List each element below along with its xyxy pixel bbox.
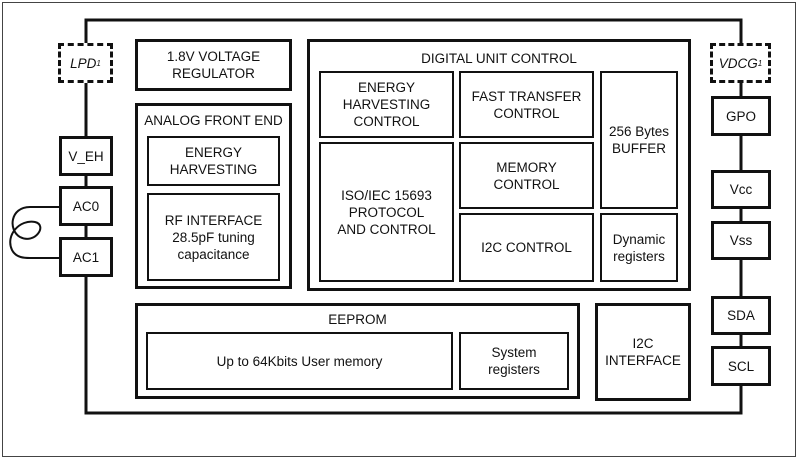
system-registers-block: System registers <box>459 332 569 390</box>
memory-control-label: MEMORY CONTROL <box>493 159 560 192</box>
digital-unit-control-title: DIGITAL UNIT CONTROL <box>421 51 577 66</box>
vcc-label: Vcc <box>729 182 753 197</box>
i2c-control-label: I2C CONTROL <box>481 240 572 255</box>
memory-control-block: MEMORY CONTROL <box>459 142 594 209</box>
user-memory-block: Up to 64Kbits User memory <box>146 332 453 390</box>
buffer-block: 256 Bytes BUFFER <box>600 71 678 209</box>
vss-label: Vss <box>729 233 753 248</box>
ac1-label: AC1 <box>72 249 100 265</box>
energy-harvesting-control-block: ENERGY HARVESTING CONTROL <box>319 71 454 138</box>
energy-harvesting-control-label: ENERGY HARVESTING CONTROL <box>342 80 431 129</box>
sda-label: SDA <box>727 308 755 323</box>
i2c-interface-label: I2C INTERFACE <box>605 336 681 368</box>
i2c-control-block: I2C CONTROL <box>459 213 594 282</box>
v-eh-label: V_EH <box>68 148 104 164</box>
dynamic-registers-label: Dynamic registers <box>612 231 666 264</box>
ac0-pin: AC0 <box>59 186 113 226</box>
lpd-footnote: 1 <box>96 58 101 68</box>
scl-label: SCL <box>727 358 755 374</box>
gpo-label: GPO <box>725 108 756 124</box>
buffer-label: 256 Bytes BUFFER <box>608 124 670 156</box>
vdcg-footnote: 1 <box>757 58 763 68</box>
diagram-frame <box>2 2 796 457</box>
fast-transfer-control-block: FAST TRANSFER CONTROL <box>459 71 594 138</box>
fast-transfer-control-label: FAST TRANSFER CONTROL <box>471 88 582 121</box>
ac1-pin: AC1 <box>59 237 113 277</box>
ac0-label: AC0 <box>72 198 100 214</box>
rf-interface-label: RF INTERFACE 28.5pF tuning capacitance <box>164 212 263 262</box>
system-registers-label: System registers <box>488 345 540 377</box>
dynamic-registers-block: Dynamic registers <box>600 213 678 282</box>
energy-harvesting-label: ENERGY HARVESTING <box>169 145 258 177</box>
user-memory-label: Up to 64Kbits User memory <box>216 353 383 369</box>
i2c-interface-block: I2C INTERFACE <box>595 303 691 401</box>
voltage-regulator-label: 1.8V VOLTAGE REGULATOR <box>166 49 261 81</box>
vdcg-label: VDCG <box>718 55 758 71</box>
scl-pin: SCL <box>711 346 771 386</box>
eeprom-title: EEPROM <box>328 312 387 327</box>
voltage-regulator-block: 1.8V VOLTAGE REGULATOR <box>135 39 292 91</box>
gpo-pin: GPO <box>711 96 771 136</box>
energy-harvesting-block: ENERGY HARVESTING <box>147 136 280 186</box>
iso-protocol-label: ISO/IEC 15693 PROTOCOL AND CONTROL <box>337 187 436 237</box>
rf-interface-block: RF INTERFACE 28.5pF tuning capacitance <box>147 193 280 281</box>
iso-protocol-block: ISO/IEC 15693 PROTOCOL AND CONTROL <box>319 142 454 282</box>
analog-front-end-title: ANALOG FRONT END <box>144 113 283 128</box>
vss-pin: Vss <box>711 221 771 260</box>
v-eh-pin: V_EH <box>59 136 113 176</box>
vcc-pin: Vcc <box>711 170 771 209</box>
lpd-label: LPD <box>70 55 97 71</box>
sda-pin: SDA <box>711 296 771 335</box>
